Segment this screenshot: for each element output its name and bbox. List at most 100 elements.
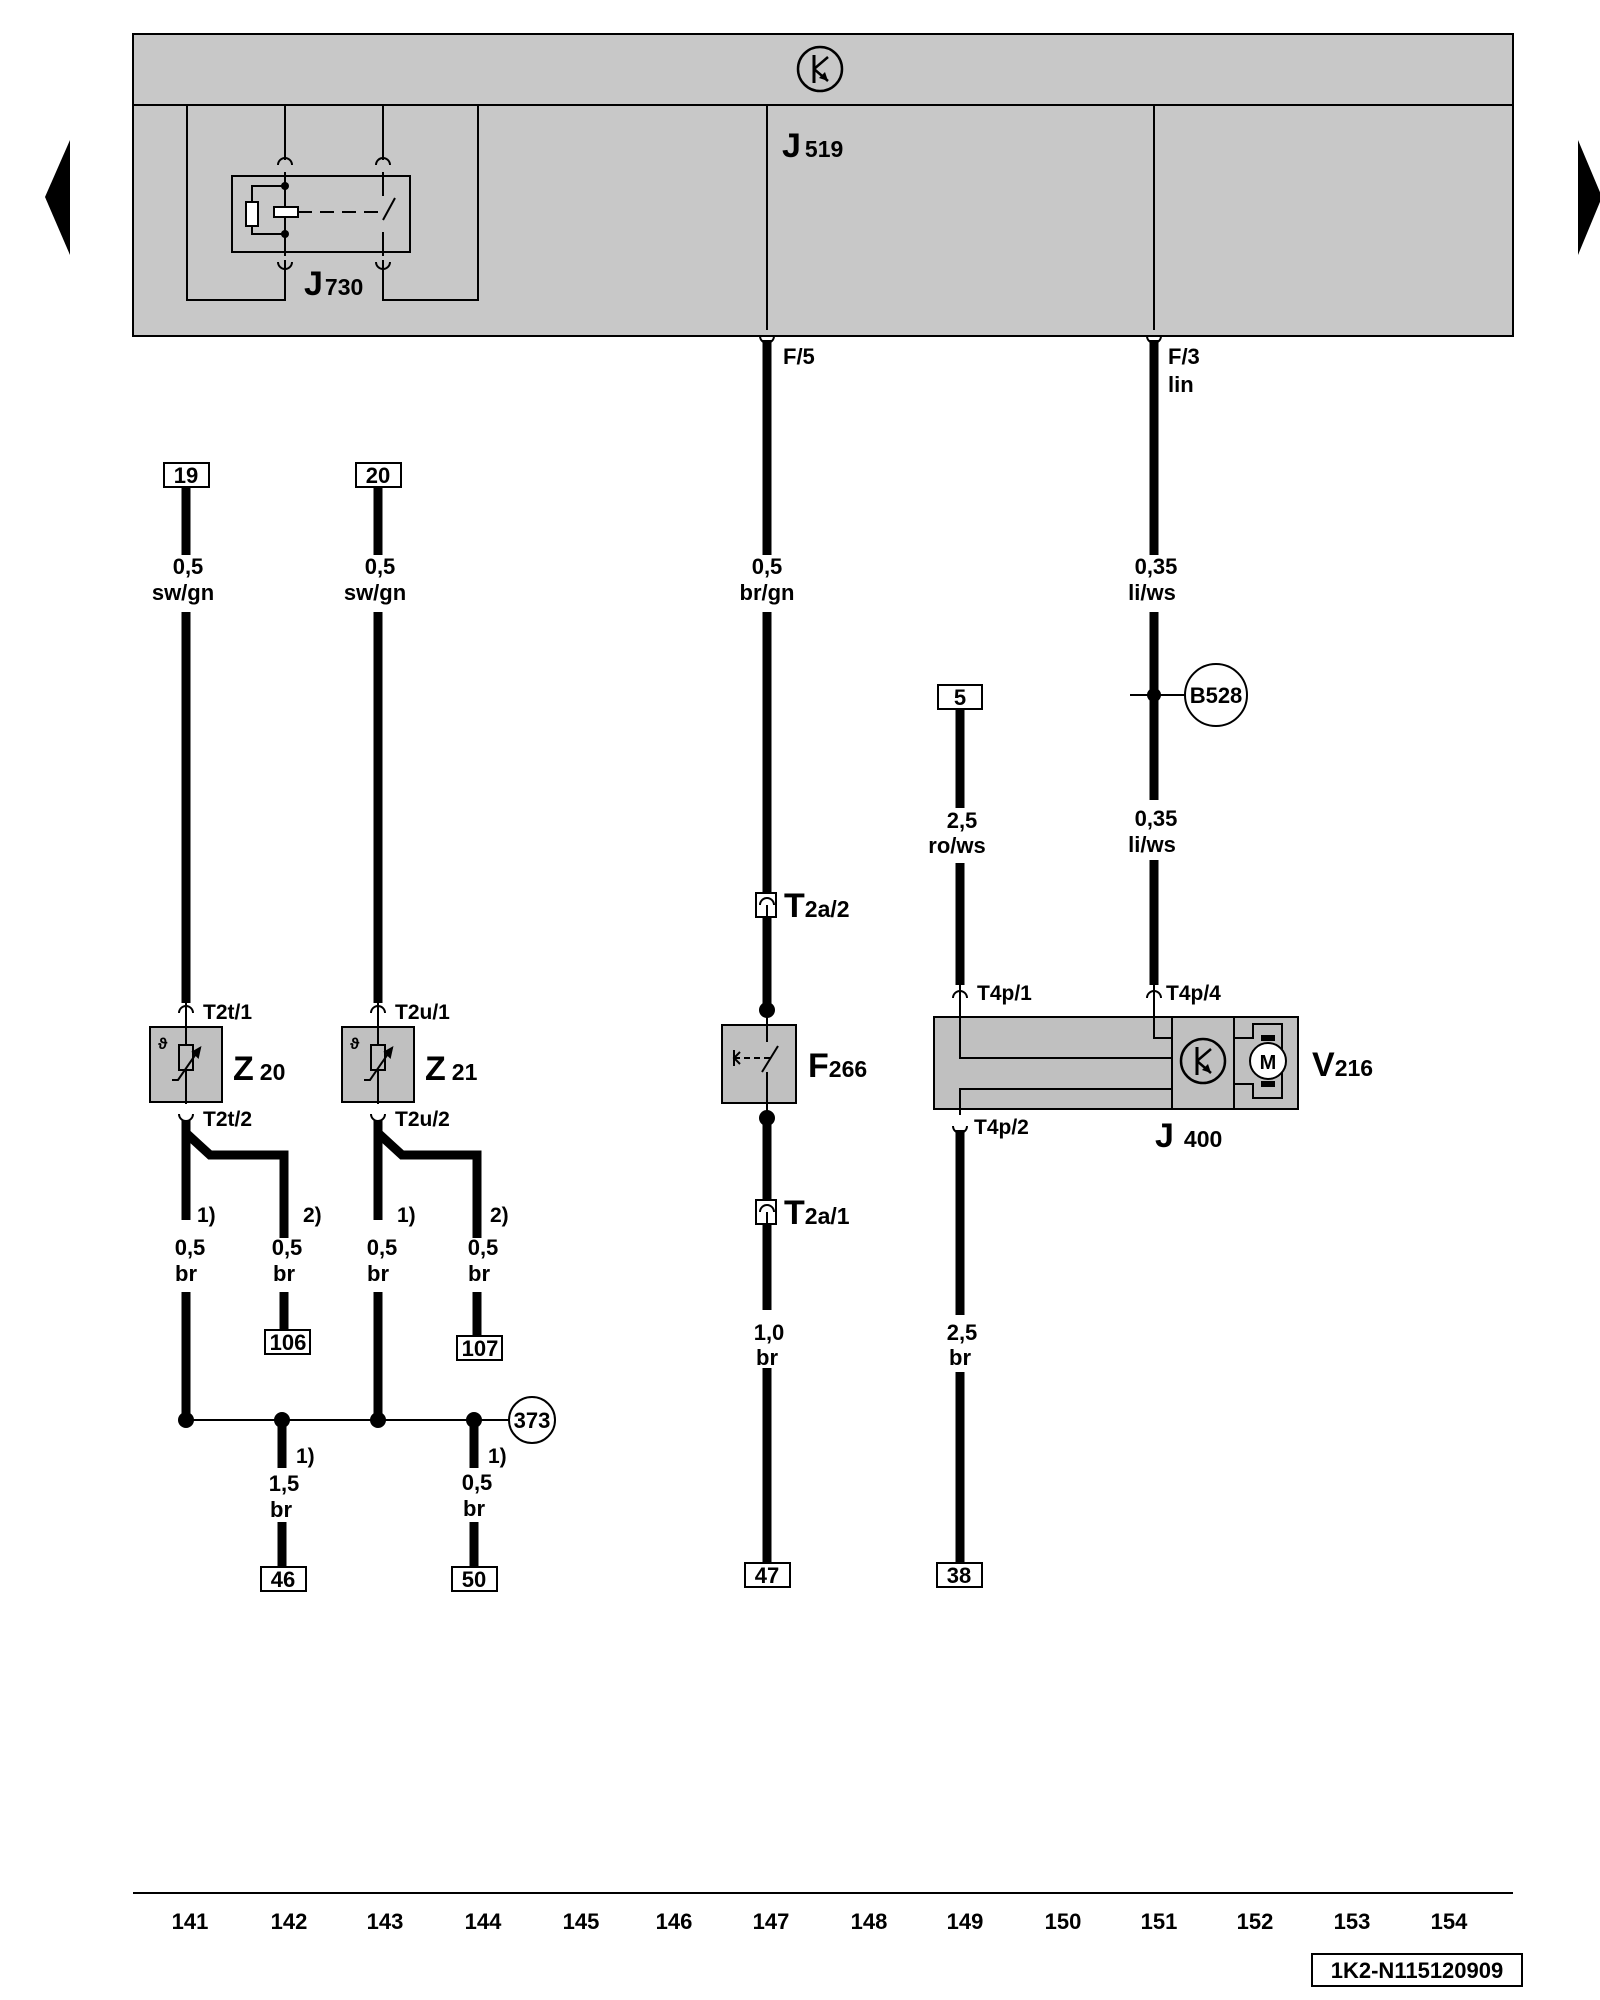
- svg-text:ϑ: ϑ: [350, 1036, 360, 1053]
- ground-373-circle: [508, 1396, 556, 1444]
- ref-box-50[interactable]: [451, 1566, 498, 1592]
- j730-label: J730: [304, 265, 363, 303]
- svg-text:T4p/1: T4p/1: [977, 982, 1032, 1005]
- svg-text:2): 2): [490, 1204, 509, 1227]
- svg-text:106: 106: [270, 1330, 307, 1355]
- svg-text:T2t/1: T2t/1: [203, 1001, 252, 1024]
- ground-373-label: 373: [514, 1408, 551, 1433]
- svg-text:38: 38: [947, 1563, 971, 1588]
- ref-box-46[interactable]: [260, 1566, 307, 1592]
- svg-text:1): 1): [397, 1204, 416, 1227]
- b528-label: B528: [1190, 683, 1243, 708]
- svg-text:47: 47: [755, 1563, 779, 1588]
- ptc-thermistor-icon: ϑ: [350, 1025, 394, 1104]
- svg-text:0,5: 0,5: [468, 1235, 499, 1260]
- svg-text:T4p/4: T4p/4: [1166, 982, 1221, 1005]
- pin-lin-label: lin: [1168, 372, 1194, 397]
- diagram-code: 1K2-N115120909: [1331, 1958, 1503, 1983]
- pin-f3-label: F/3: [1168, 344, 1200, 369]
- svg-text:T4p/2: T4p/2: [974, 1116, 1029, 1139]
- next-page-arrow-icon[interactable]: [1578, 140, 1600, 255]
- svg-text:146: 146: [656, 1909, 693, 1934]
- svg-text:143: 143: [367, 1909, 404, 1934]
- previous-page-arrow-icon[interactable]: [45, 140, 70, 255]
- svg-text:46: 46: [271, 1567, 295, 1592]
- svg-text:149: 149: [947, 1909, 984, 1934]
- svg-text:0,5: 0,5: [752, 554, 783, 579]
- diagram-code-box: [1311, 1953, 1523, 1987]
- svg-text:li/ws: li/ws: [1128, 832, 1176, 857]
- ground-bus-373: [178, 1412, 510, 1568]
- wire-f5-column: [759, 335, 775, 1563]
- svg-text:0,35: 0,35: [1135, 554, 1178, 579]
- svg-text:147: 147: [753, 1909, 790, 1934]
- svg-text:144: 144: [465, 1909, 502, 1934]
- connector-t2a1-icon: [755, 1199, 777, 1225]
- svg-text:145: 145: [563, 1909, 600, 1934]
- svg-text:T2u/2: T2u/2: [395, 1108, 450, 1131]
- door-contact-switch-icon: [732, 1025, 779, 1103]
- svg-text:br: br: [367, 1261, 389, 1286]
- svg-text:1): 1): [488, 1445, 507, 1468]
- connector-t2a2-icon: [755, 892, 777, 918]
- svg-text:sw/gn: sw/gn: [152, 580, 214, 605]
- ref-box-19[interactable]: [163, 462, 210, 488]
- ref-box-47[interactable]: [744, 1562, 791, 1588]
- svg-text:2): 2): [303, 1204, 322, 1227]
- svg-text:19: 19: [174, 463, 198, 488]
- svg-text:li/ws: li/ws: [1128, 580, 1176, 605]
- svg-text:142: 142: [271, 1909, 308, 1934]
- svg-text:sw/gn: sw/gn: [344, 580, 406, 605]
- svg-text:107: 107: [462, 1336, 499, 1361]
- svg-text:ϑ: ϑ: [158, 1036, 168, 1053]
- pin-f5-label: F/5: [783, 344, 815, 369]
- svg-text:154: 154: [1431, 1909, 1468, 1934]
- svg-text:br/gn: br/gn: [740, 580, 795, 605]
- v216-label: V216: [1312, 1046, 1373, 1084]
- svg-text:br: br: [175, 1261, 197, 1286]
- svg-text:0,5: 0,5: [367, 1235, 398, 1260]
- f266-label: F266: [808, 1047, 867, 1085]
- control-unit-icon: [1179, 1037, 1227, 1085]
- svg-text:br: br: [273, 1261, 295, 1286]
- j730-relay: [186, 105, 479, 301]
- ref-box-106[interactable]: [264, 1329, 311, 1355]
- svg-text:152: 152: [1237, 1909, 1274, 1934]
- svg-text:151: 151: [1141, 1909, 1178, 1934]
- ref-box-20[interactable]: [355, 462, 402, 488]
- svg-text:1): 1): [197, 1204, 216, 1227]
- t2a2-label: T2a/2: [784, 887, 850, 925]
- footer-column-numbers: 141 142 143 144 145 146 147 148 149 150 …: [172, 1909, 1468, 1934]
- ref-box-38[interactable]: [936, 1562, 983, 1588]
- svg-text:T2t/2: T2t/2: [203, 1108, 252, 1131]
- svg-text:5: 5: [954, 685, 966, 710]
- svg-text:20: 20: [366, 463, 390, 488]
- svg-text:1): 1): [296, 1445, 315, 1468]
- svg-text:148: 148: [851, 1909, 888, 1934]
- svg-text:br: br: [756, 1345, 778, 1370]
- b528-splice-circle: [1184, 663, 1248, 727]
- motor-icon: M: [1249, 1035, 1287, 1087]
- svg-text:ro/ws: ro/ws: [928, 833, 985, 858]
- svg-text:0,5: 0,5: [173, 554, 204, 579]
- svg-text:0,35: 0,35: [1135, 806, 1178, 831]
- ref-box-5[interactable]: [937, 684, 983, 710]
- ref-box-107[interactable]: [456, 1335, 503, 1361]
- svg-text:br: br: [468, 1261, 490, 1286]
- svg-text:150: 150: [1045, 1909, 1082, 1934]
- svg-text:1,0: 1,0: [754, 1320, 785, 1345]
- control-unit-icon: [796, 45, 844, 93]
- svg-text:0,5: 0,5: [365, 554, 396, 579]
- svg-text:0,5: 0,5: [175, 1235, 206, 1260]
- v216-fresh-air-blower: M: [933, 1012, 1299, 1115]
- svg-text:T2u/1: T2u/1: [395, 1001, 450, 1024]
- svg-text:br: br: [949, 1345, 971, 1370]
- svg-text:50: 50: [462, 1567, 486, 1592]
- svg-text:141: 141: [172, 1909, 209, 1934]
